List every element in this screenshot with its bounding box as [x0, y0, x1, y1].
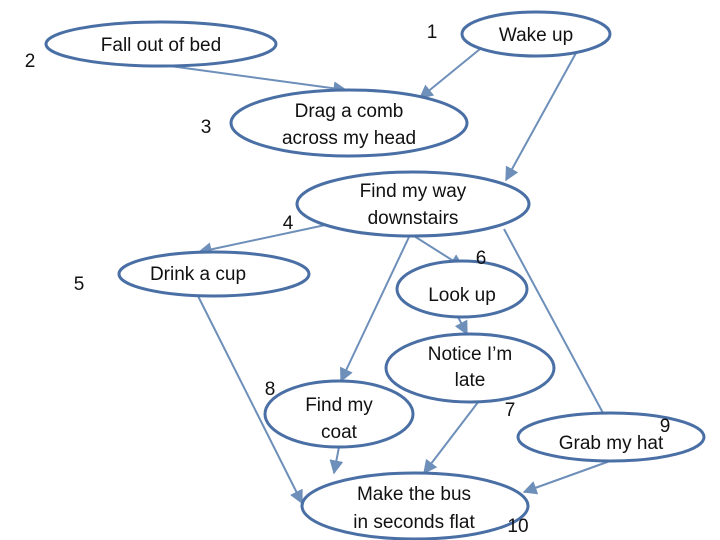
node-make-the-bus-number: 10: [507, 516, 528, 537]
node-wake-up-shape: [460, 10, 612, 58]
node-grab-my-hat-number: 9: [660, 416, 671, 437]
node-look-up-shape: [395, 259, 529, 319]
edge-look-up-to-notice-im-late: [454, 316, 468, 336]
node-fall-out-of-bed-number: 2: [25, 51, 36, 72]
edge-find-my-coat-to-make-the-bus: [329, 446, 344, 475]
node-make-the-bus-label-line-1: Make the bus: [357, 484, 471, 505]
node-look-up-number: 6: [476, 248, 487, 269]
node-grab-my-hat-label-line-1: Grab my hat: [559, 433, 664, 454]
node-find-my-way-downstairs-label-line-2: downstairs: [368, 208, 459, 229]
edge-wake-up-to-drag-a-comb: [418, 48, 481, 99]
node-notice-im-late-label-line-2: late: [455, 370, 486, 391]
edge-find-my-way-downstairs-to-grab-my-hat: [503, 228, 611, 428]
edge-grab-my-hat-to-make-the-bus: [522, 460, 611, 495]
node-fall-out-of-bed-shape: [44, 20, 278, 68]
edge-drink-a-cup-to-make-the-bus: [197, 295, 303, 505]
edge-find-my-way-downstairs-to-find-my-coat: [340, 236, 410, 383]
node-find-my-way-downstairs-number: 4: [283, 213, 294, 234]
node-make-the-bus-label-line-2: in seconds flat: [353, 512, 475, 533]
node-wake-up: Wake up 1: [427, 10, 612, 58]
node-grab-my-hat: Grab my hat 9: [516, 411, 706, 463]
node-find-my-coat-label-line-2: coat: [321, 422, 358, 443]
node-find-my-way-downstairs: Find my way downstairs 4: [283, 170, 531, 238]
node-drag-a-comb-number: 3: [201, 117, 212, 138]
node-grab-my-hat-shape: [516, 411, 706, 463]
node-fall-out-of-bed: Fall out of bed 2: [25, 20, 278, 72]
node-wake-up-label-line-1: Wake up: [499, 25, 573, 46]
node-drink-a-cup-number: 5: [74, 274, 85, 295]
node-wake-up-number: 1: [427, 22, 438, 43]
node-find-my-coat: Find my coat 8: [263, 379, 415, 449]
node-notice-im-late: Notice I’m late 7: [384, 332, 556, 421]
node-drag-a-comb-label-line-1: Drag a comb: [295, 101, 404, 122]
edge-find-my-way-downstairs-to-drink-a-cup: [197, 223, 331, 257]
node-drink-a-cup-label-line-1: Drink a cup: [150, 264, 246, 285]
edge-fall-out-of-bed-to-drag-a-comb: [169, 65, 348, 96]
edges-layer: [169, 48, 611, 505]
node-make-the-bus-shape: [300, 471, 530, 540]
node-notice-im-late-shape: [384, 332, 556, 404]
node-notice-im-late-number: 7: [505, 400, 516, 421]
node-look-up: Look up 6: [395, 248, 529, 319]
node-drink-a-cup-shape: [117, 250, 311, 298]
node-drag-a-comb-label-line-2: across my head: [282, 128, 416, 149]
edge-wake-up-to-find-my-way-downstairs: [505, 52, 577, 182]
node-find-my-coat-shape: [263, 379, 415, 449]
node-drink-a-cup: Drink a cup 5: [74, 250, 311, 298]
node-notice-im-late-label-line-1: Notice I’m: [428, 344, 512, 365]
node-find-my-coat-number: 8: [265, 379, 276, 400]
nodes-layer: Wake up 1 Fall out of bed 2 Drag a comb …: [25, 10, 706, 540]
node-fall-out-of-bed-label-line-1: Fall out of bed: [101, 35, 221, 56]
node-find-my-way-downstairs-label-line-1: Find my way: [360, 181, 467, 202]
node-look-up-label-line-1: Look up: [428, 285, 496, 306]
node-find-my-way-downstairs-shape: [295, 170, 531, 238]
edge-notice-im-late-to-make-the-bus: [423, 396, 483, 475]
node-find-my-coat-label-line-1: Find my: [305, 395, 373, 416]
node-drag-a-comb-shape: [229, 88, 469, 158]
node-drag-a-comb: Drag a comb across my head 3: [201, 88, 469, 158]
node-make-the-bus: Make the bus in seconds flat 10: [300, 471, 530, 540]
